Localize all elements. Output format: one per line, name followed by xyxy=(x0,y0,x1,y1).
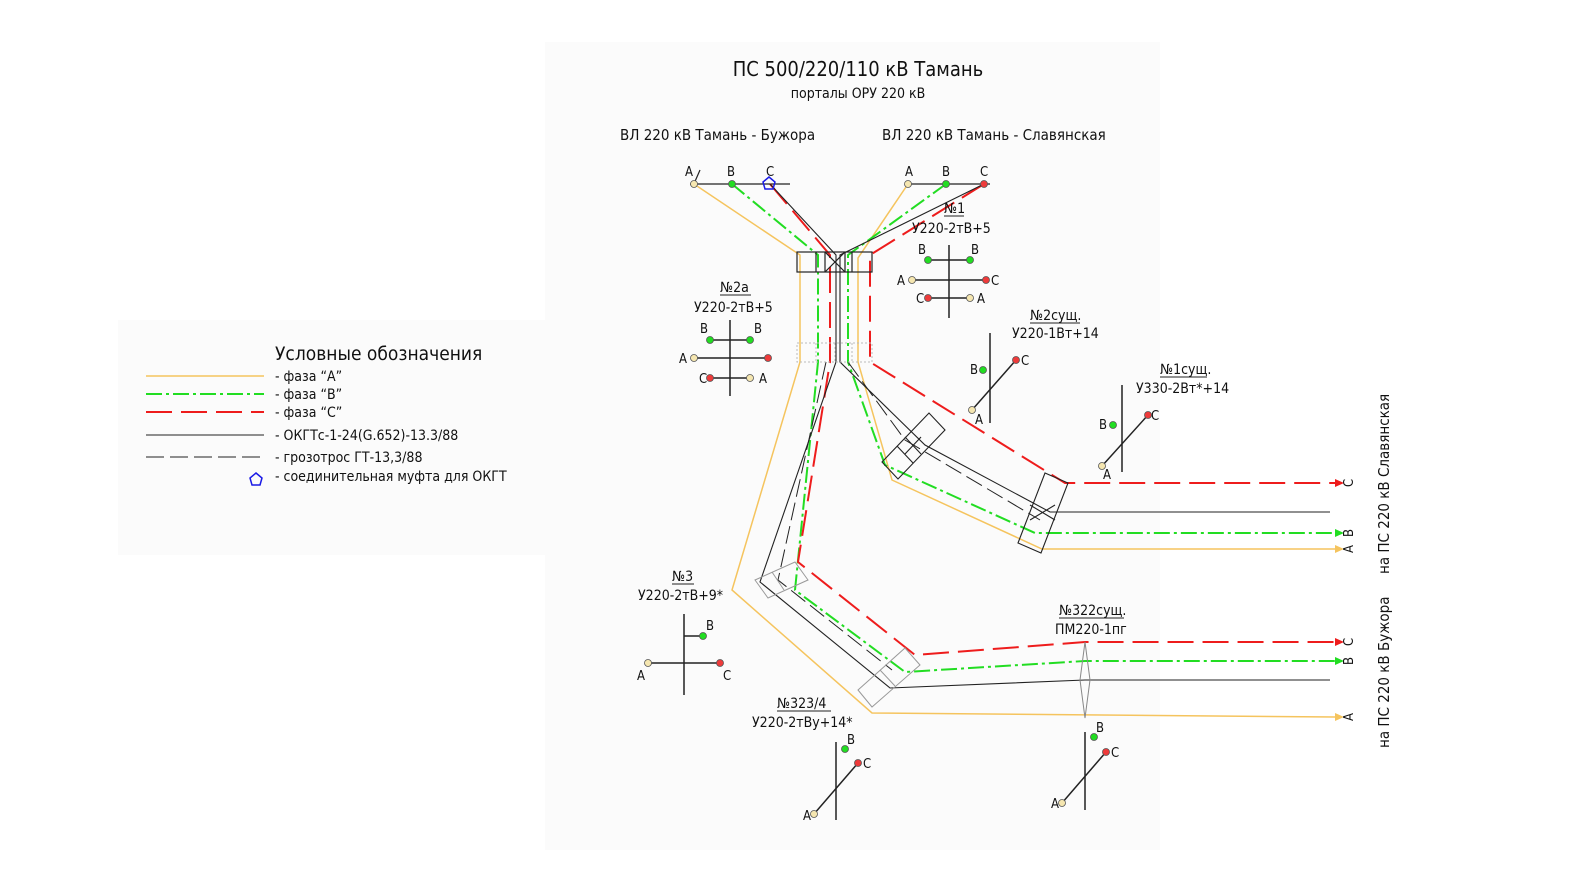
legend-okgt: - ОКГТс-1-24(G.652)-13.3/88 xyxy=(275,428,458,444)
tower-1s-label-a: A xyxy=(1103,468,1111,483)
tower-2a-schematic xyxy=(694,320,768,396)
portal-slav-label-a: A xyxy=(905,165,913,180)
legend-phase-a: - фаза “А” xyxy=(275,369,342,385)
tower-2s-dots xyxy=(968,356,1020,414)
tower-1s-schematic xyxy=(1101,385,1149,472)
portal-bujora-label-c: C xyxy=(766,165,774,180)
tower-2a-label-a-low: A xyxy=(759,372,767,387)
portal-slav-label-c: C xyxy=(980,165,988,180)
tower-3-label-b: B xyxy=(706,619,714,634)
tower-1-type: У220-2тВ+5 xyxy=(912,221,991,237)
dest-slavyanskaya-label: на ПС 220 кВ Славянская xyxy=(1375,394,1393,574)
portal-phase-dots xyxy=(690,180,988,188)
tower-1-label-c: C xyxy=(991,274,999,289)
tower-1-number: №1 xyxy=(944,201,965,217)
tower-2s-label-a: A xyxy=(975,413,983,428)
portal-bujora-label-a: A xyxy=(685,165,693,180)
tower-323-label-b: B xyxy=(847,733,855,748)
tower-323-schematic xyxy=(813,742,859,820)
legend-coupling-icon xyxy=(249,472,263,486)
tower-1-label-c-low: C xyxy=(916,292,924,307)
legend: Условные обозначения - фаза “А” - фаза “… xyxy=(146,343,507,486)
legend-phase-c: - фаза “С” xyxy=(275,405,342,421)
tower-3-dots xyxy=(644,632,724,667)
tower-1s-dots xyxy=(1098,411,1152,470)
gate-box-top xyxy=(796,251,873,273)
legend-sheet xyxy=(118,320,558,555)
bujora-out-label-b: B xyxy=(1342,657,1357,665)
slav-out-label-b: B xyxy=(1342,529,1357,537)
tower-322-dots xyxy=(1058,733,1110,807)
tower-322-marker xyxy=(1079,641,1091,719)
tower-322-label-b: B xyxy=(1096,721,1104,736)
tower-2s-schematic xyxy=(971,333,1017,423)
tower-322-label-a: A xyxy=(1051,797,1059,812)
portal-bujora-label-b: B xyxy=(727,165,735,180)
tower-2s-type: У220-1Вт+14 xyxy=(1012,326,1099,342)
crossing-box-bujora-1 xyxy=(754,561,809,599)
tower-2s-number: №2сущ. xyxy=(1030,308,1081,324)
page-subtitle: порталы ОРУ 220 кВ xyxy=(791,86,925,102)
tower-3-type: У220-2тВ+9* xyxy=(638,588,723,604)
tower-2s-label-b: B xyxy=(970,363,978,378)
tower-3-label-c: C xyxy=(723,669,731,684)
tower-2a-type: У220-2тВ+5 xyxy=(694,300,773,316)
tower-2a-label-c: C xyxy=(699,372,707,387)
tower-3-label-a: A xyxy=(637,669,645,684)
tower-322-number: №322сущ. xyxy=(1059,603,1126,619)
tower-322-label-c: C xyxy=(1111,746,1119,761)
bujora-out-label-a: A xyxy=(1342,713,1357,721)
tower-2s-label-c: C xyxy=(1021,354,1029,369)
tower-1s-label-c: C xyxy=(1151,409,1159,424)
tower-1-schematic xyxy=(912,245,986,318)
slav-out-label-c: C xyxy=(1342,479,1357,487)
tower-323-dots xyxy=(810,745,862,818)
tower-323-label-a: A xyxy=(803,809,811,824)
tower-2a-number: №2а xyxy=(720,280,749,296)
tower-1-label-a-low: A xyxy=(977,292,985,307)
tower-323-number: №323/4 xyxy=(777,696,826,712)
arrow-heads xyxy=(1335,479,1344,721)
tower-323-label-c: C xyxy=(863,757,871,772)
crossing-box-slav-1 xyxy=(881,412,946,480)
okgt-coupling-icon xyxy=(762,176,776,190)
tower-1-dots xyxy=(908,256,990,302)
tower-1s-number: №1сущ. xyxy=(1160,362,1211,378)
tower-1-label-a: A xyxy=(897,274,905,289)
crossing-box-slav-2 xyxy=(1017,472,1069,554)
gate-box-lower xyxy=(796,342,873,363)
tower-2a-dots xyxy=(690,336,772,382)
tower-322-type: ПМ220-1пг xyxy=(1055,622,1127,638)
tower-1-label-b-right: B xyxy=(971,243,979,258)
dest-bujora-label: на ПС 220 кВ Бужора xyxy=(1375,597,1393,748)
tower-1-label-b-left: B xyxy=(918,243,926,258)
legend-coupling: - соединительная муфта для ОКГТ xyxy=(275,469,507,485)
tower-2a-label-a: A xyxy=(679,352,687,367)
page-title: ПС 500/220/110 кВ Тамань xyxy=(733,57,984,81)
tower-1s-label-b: B xyxy=(1099,418,1107,433)
tower-1s-type: У330-2Вт*+14 xyxy=(1136,381,1229,397)
bujora-out-label-c: C xyxy=(1342,638,1357,646)
legend-phase-b: - фаза “В” xyxy=(275,387,342,403)
tower-2a-label-b-right: B xyxy=(754,322,762,337)
slav-out-label-a: A xyxy=(1342,545,1357,553)
portal-slav-label-b: B xyxy=(942,165,950,180)
tower-323-type: У220-2тВу+14* xyxy=(752,715,853,731)
legend-title: Условные обозначения xyxy=(275,343,482,365)
line-label-slavyanskaya: ВЛ 220 кВ Тамань - Славянская xyxy=(882,126,1106,144)
crossing-box-bujora-2 xyxy=(857,647,921,708)
tower-322-schematic xyxy=(1061,732,1107,810)
legend-groundwire: - грозотрос ГТ-13,3/88 xyxy=(275,450,422,466)
tower-2a-label-b-left: B xyxy=(700,322,708,337)
tower-3-number: №3 xyxy=(672,569,693,585)
line-label-bujora: ВЛ 220 кВ Тамань - Бужора xyxy=(620,126,815,144)
